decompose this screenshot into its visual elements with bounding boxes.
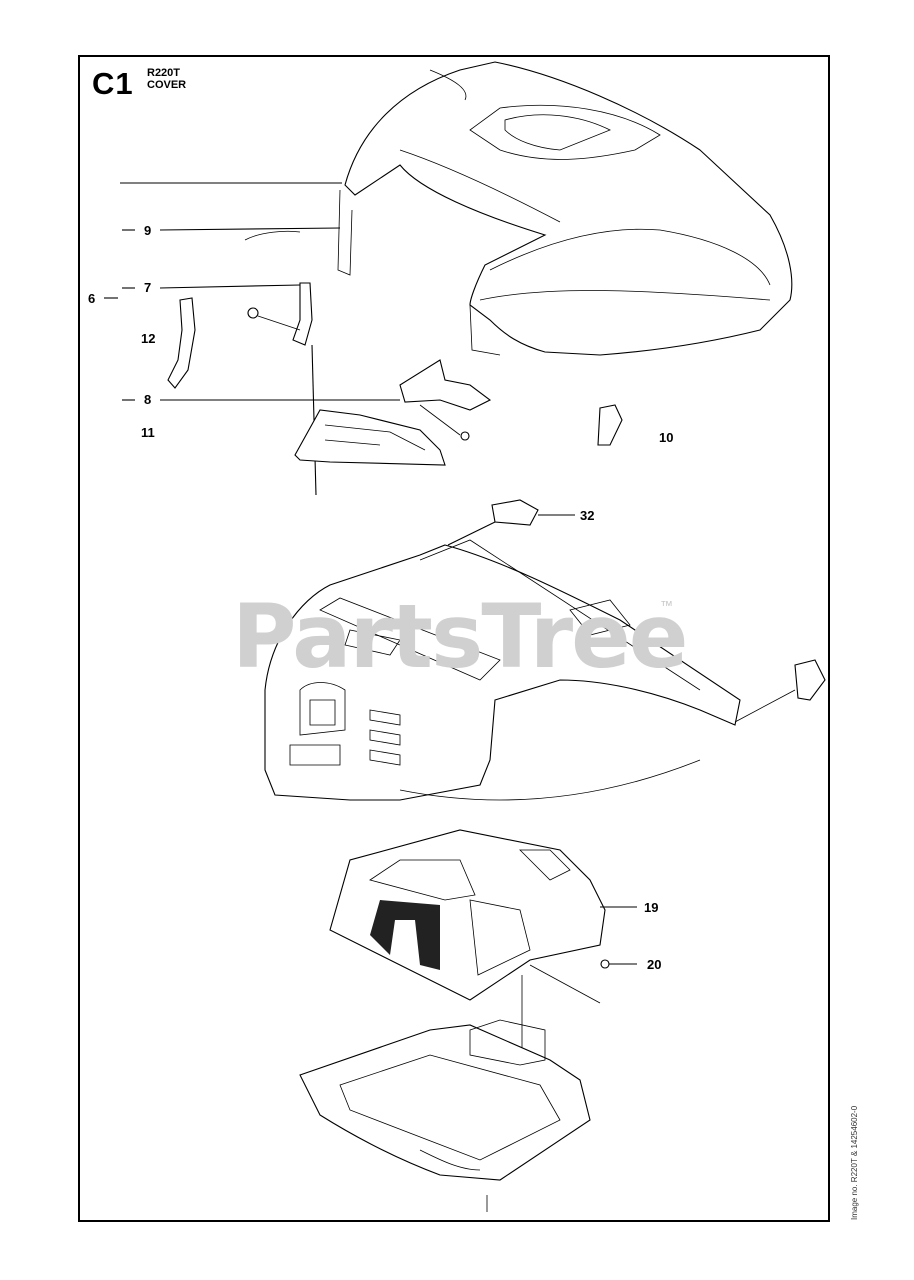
bracket-part-7[interactable] bbox=[247, 282, 313, 346]
station-cover-part-19[interactable] bbox=[329, 829, 606, 1001]
top-cover-part[interactable] bbox=[337, 61, 793, 356]
callout-11[interactable]: 11 bbox=[141, 425, 155, 440]
callout-10[interactable]: 10 bbox=[659, 430, 674, 445]
section-code: C1 bbox=[92, 66, 134, 101]
watermark-tm: ™ bbox=[660, 598, 673, 613]
bumper-part-32[interactable] bbox=[491, 499, 539, 526]
base-plate-part[interactable] bbox=[299, 1019, 591, 1181]
strip-part-9[interactable] bbox=[244, 230, 301, 241]
chassis-part[interactable] bbox=[264, 539, 741, 801]
handle-part-12[interactable] bbox=[167, 297, 196, 389]
section-title: R220T COVER bbox=[147, 67, 186, 91]
watermark: PartsTree bbox=[232, 585, 688, 688]
callout-8[interactable]: 8 bbox=[144, 392, 152, 407]
model-label: R220T bbox=[147, 67, 181, 79]
screw-part-20[interactable] bbox=[600, 959, 610, 969]
callout-20[interactable]: 20 bbox=[647, 957, 662, 972]
rear-bracket-part[interactable] bbox=[794, 659, 826, 701]
clip-part-10[interactable] bbox=[597, 404, 623, 446]
callout-9[interactable]: 9 bbox=[144, 223, 152, 238]
side-panel-part-11[interactable] bbox=[294, 409, 446, 466]
diagram-frame bbox=[78, 55, 830, 1222]
bracket-part-8[interactable] bbox=[399, 359, 492, 441]
callout-7[interactable]: 7 bbox=[144, 280, 152, 295]
callout-32[interactable]: 32 bbox=[580, 508, 595, 523]
image-reference: Image no. R220T & 14254602-0 bbox=[850, 1105, 859, 1220]
callout-6[interactable]: 6 bbox=[88, 291, 96, 306]
section-name: COVER bbox=[147, 79, 187, 91]
callout-12[interactable]: 12 bbox=[141, 331, 156, 346]
callout-19[interactable]: 19 bbox=[644, 900, 659, 915]
